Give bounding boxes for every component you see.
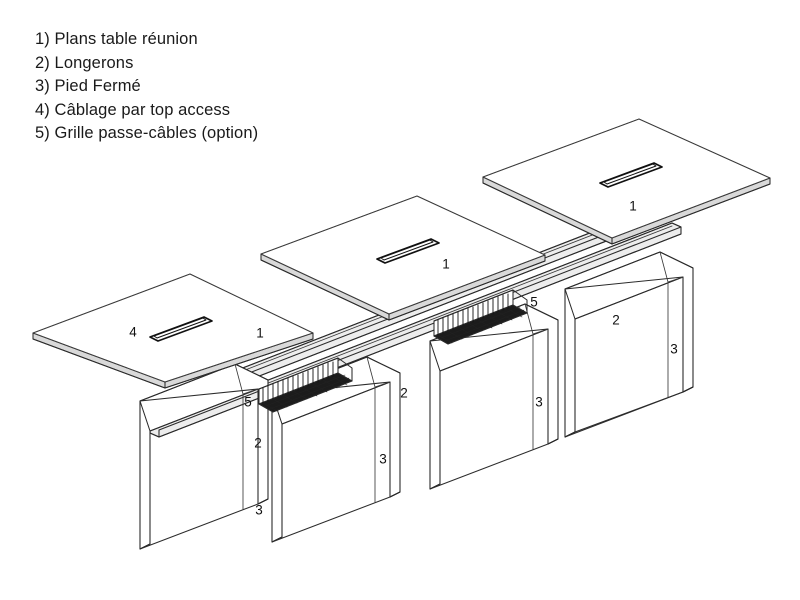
legend-item-1: 1) Plans table réunion [35,30,198,48]
callout-leg-mid2-3: 3 [379,452,387,467]
callout-panel-left-1: 1 [256,326,264,341]
top-access-slot-right [599,162,663,188]
legend-list: 1) Plans table réunion 2) Longerons 3) P… [35,28,258,146]
callout-tray-left-5: 5 [244,395,252,410]
callout-leg-right-3: 3 [670,342,678,357]
legend-item-4: 4) Câblage par top access [35,100,231,119]
top-access-slot-left [149,316,213,342]
callout-leg-mid3-3: 3 [535,395,543,410]
leg-far-right [564,251,694,438]
callout-leg-left-3: 3 [255,503,263,518]
callout-beam-mid-2: 2 [400,386,408,401]
table-top-panel-middle [260,195,546,321]
callout-panel-right-1: 1 [629,199,637,214]
legend-item-3: 3) Pied Fermé [35,77,141,95]
legend-item-2: 2) Longerons [35,53,134,72]
table-top-panel-right [482,118,771,245]
callout-labels: 1 1 4 1 5 2 3 5 2 3 2 3 3 [129,199,678,518]
callout-tray-right-5: 5 [530,295,538,310]
leg-near-left [139,363,269,550]
leg-mid-right [429,303,559,490]
table-top-panel-left [32,273,314,389]
callout-panel-middle-1: 1 [442,257,450,272]
table-top-panels [32,118,771,389]
cable-tray-right [433,289,528,345]
callout-panel-left-4: 4 [129,325,137,340]
callout-beam-right-2: 2 [612,313,620,328]
top-access-slot-middle [376,238,440,264]
callout-beam-left-2: 2 [254,436,262,451]
legend-item-5: 5) Grille passe-câbles (option) [35,124,259,142]
cable-tray-left [258,357,353,413]
